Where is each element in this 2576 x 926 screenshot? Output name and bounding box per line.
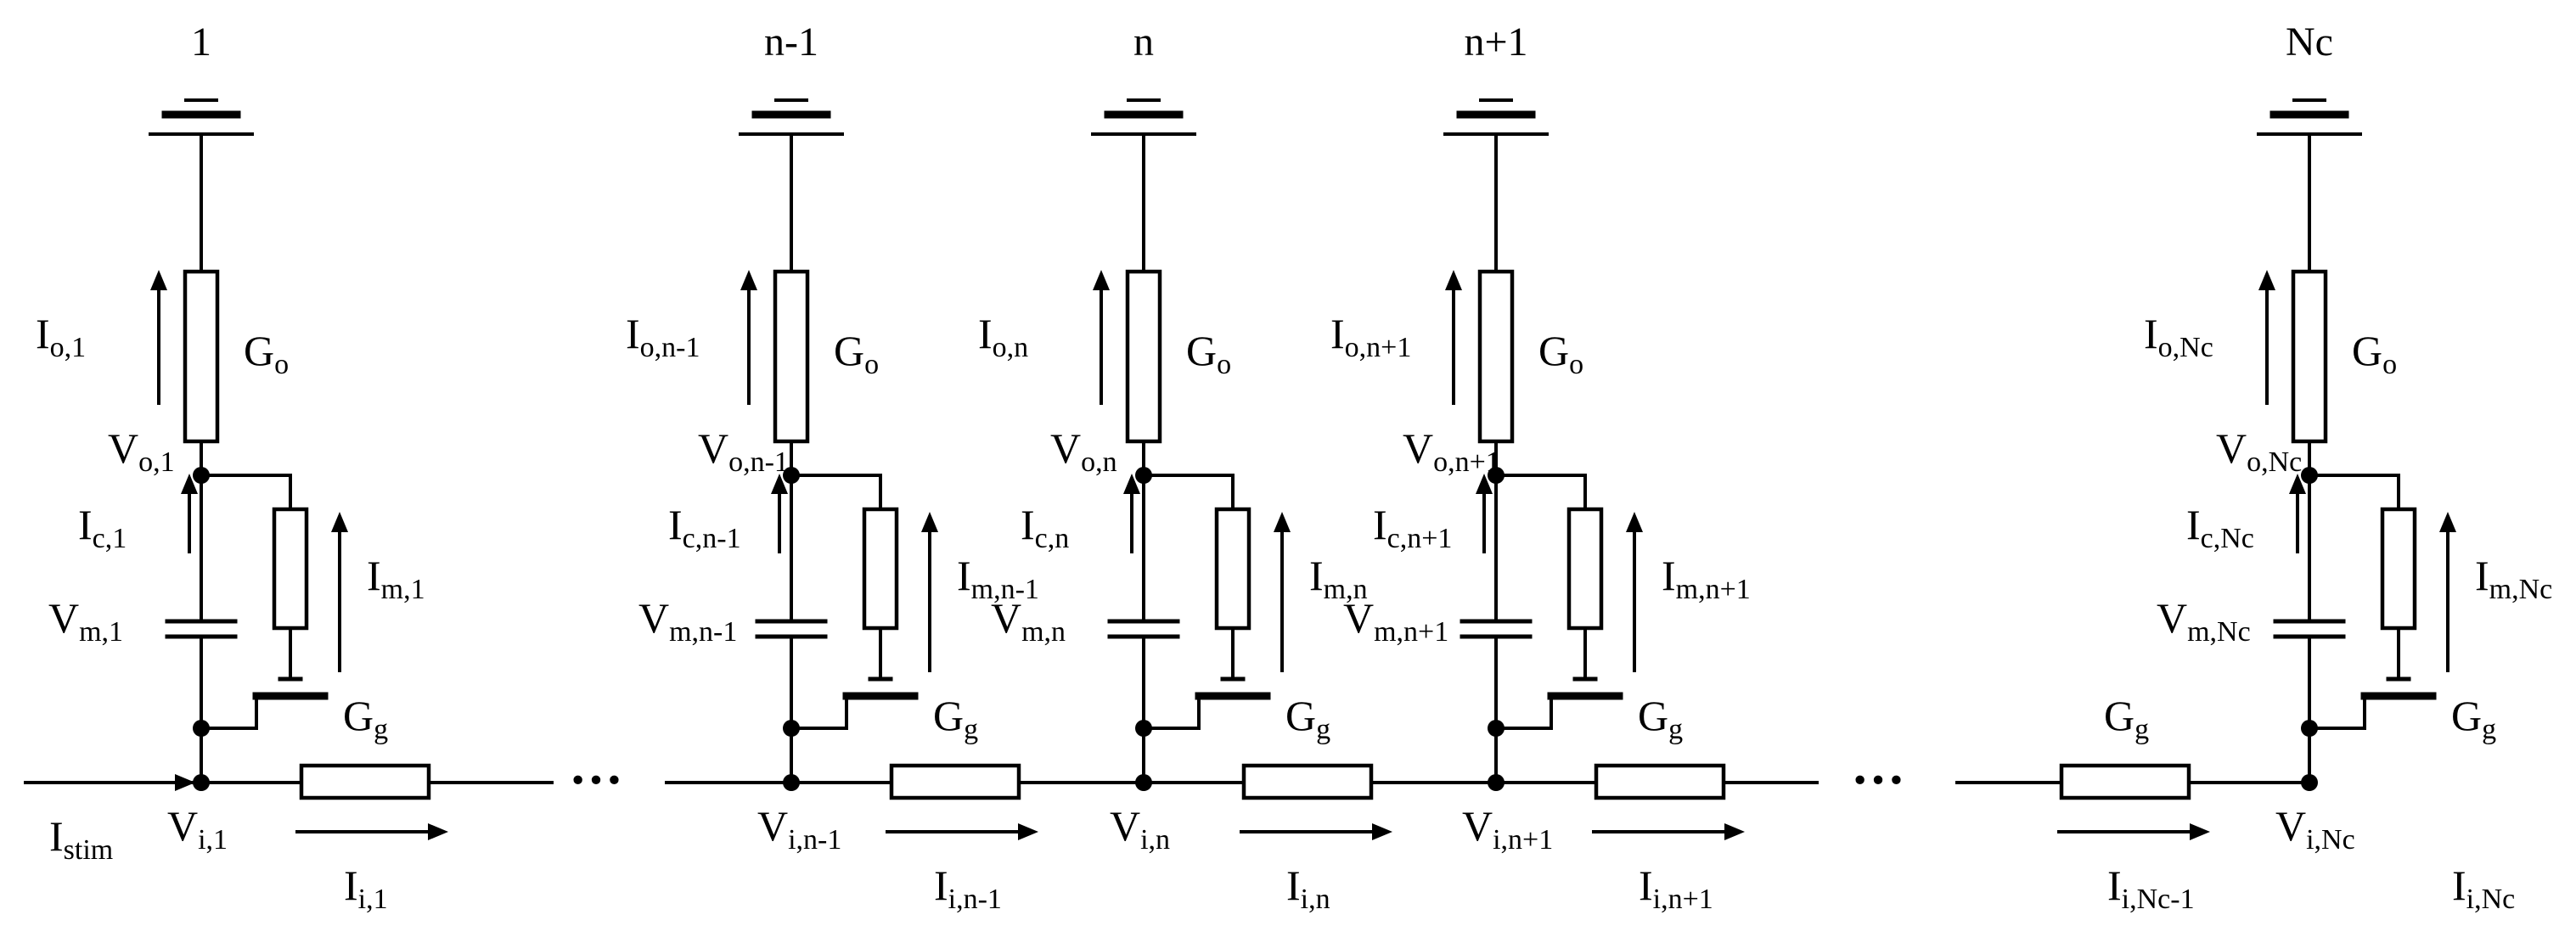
stimulus-current-label: Istim <box>49 812 113 866</box>
membrane-current-label: Im,n <box>1309 552 1368 605</box>
membrane-resistor <box>2380 507 2417 631</box>
membrane-node <box>2301 720 2318 737</box>
inner-voltage-label: Vi,1 <box>167 802 228 856</box>
membrane-resistor <box>862 507 899 631</box>
last-inner-current-label: Ii,Nc-1 <box>2107 861 2195 915</box>
membrane-current-label: Im,Nc <box>2475 552 2552 605</box>
inner-resistors <box>299 763 2191 800</box>
inner-current-label: Ii,Nc <box>2452 861 2515 915</box>
inner-node <box>1488 774 1505 791</box>
outer-resistor <box>2291 269 2328 444</box>
outer-node <box>1488 467 1505 484</box>
stimulus-arrow <box>175 774 195 791</box>
outer-voltage-label: Vo,1 <box>108 424 175 478</box>
outer-conductance-label: Go <box>834 327 879 380</box>
outer-node <box>1135 467 1152 484</box>
inner-current-label: Ii,n <box>1286 861 1330 915</box>
outer-resistor <box>1125 269 1162 444</box>
bus-ellipsis-left: ··· <box>569 749 623 810</box>
inner-resistor-n <box>1241 763 1374 800</box>
outer-resistor <box>183 269 220 444</box>
inner-node <box>2301 774 2318 791</box>
bus-ellipsis-right: ··· <box>1851 749 1905 810</box>
outer-current-label: Io,Nc <box>2144 310 2213 363</box>
membrane-resistor <box>1566 507 1604 631</box>
outer-conductance-label: Go <box>1538 327 1583 380</box>
membrane-voltage-label: Vm,n+1 <box>1343 594 1448 648</box>
inner-node <box>783 774 800 791</box>
membrane-voltage-label: Vm,Nc <box>2157 594 2251 648</box>
outer-conductance-label: Go <box>2352 327 2397 380</box>
outer-current-label: Io,1 <box>36 310 86 363</box>
outer-conductance-label: Go <box>1186 327 1231 380</box>
outer-current-label: Io,n-1 <box>626 310 700 363</box>
inner-voltage-label: Vi,n-1 <box>757 802 841 856</box>
inner-resistor-1 <box>299 763 431 800</box>
membrane-voltage-label: Vm,1 <box>48 594 123 648</box>
last-gap-conductance-label: Gg <box>2104 692 2149 745</box>
gap-conductance-label: Gg <box>343 692 388 745</box>
inner-node <box>193 774 210 791</box>
inner-resistor-n-1 <box>889 763 1021 800</box>
inner-current-arrows <box>295 823 2210 840</box>
cell-index-label: n <box>1133 20 1154 65</box>
outer-voltage-label: Vo,n <box>1050 424 1117 478</box>
inner-voltage-label: Vi,n <box>1110 802 1170 856</box>
gap-conductance-label: Gg <box>2451 692 2496 745</box>
membrane-current-label: Im,1 <box>367 552 425 605</box>
outer-node <box>193 467 210 484</box>
inner-current-label: Ii,n+1 <box>1639 861 1713 915</box>
gap-conductance-label: Gg <box>1285 692 1330 745</box>
cap-current-label: Ic,1 <box>78 501 127 554</box>
outer-conductance-label: Go <box>244 327 289 380</box>
membrane-voltage-label: Vm,n-1 <box>638 594 737 648</box>
membrane-node <box>193 720 210 737</box>
cap-current-label: Ic,n+1 <box>1373 501 1452 554</box>
cap-current-label: Ic,Nc <box>2186 501 2254 554</box>
cap-current-label: Ic,n-1 <box>668 501 741 554</box>
membrane-node <box>1135 720 1152 737</box>
inner-resistor-last <box>2059 763 2191 800</box>
outer-current-label: Io,n <box>978 310 1028 363</box>
outer-voltage-label: Vo,n-1 <box>698 424 789 478</box>
membrane-node <box>1488 720 1505 737</box>
gap-conductance-label: Gg <box>933 692 978 745</box>
outer-node <box>783 467 800 484</box>
gap-conductance-label: Gg <box>1638 692 1683 745</box>
inner-voltage-label: Vi,Nc <box>2275 802 2355 856</box>
outer-resistor <box>1477 269 1515 444</box>
outer-voltage-label: Vo,Nc <box>2216 424 2302 478</box>
inner-current-label: Ii,n-1 <box>934 861 1002 915</box>
membrane-current-label: Im,n+1 <box>1662 552 1751 605</box>
inner-voltage-label: Vi,n+1 <box>1462 802 1553 856</box>
membrane-resistor <box>1214 507 1251 631</box>
inner-current-label: Ii,1 <box>344 861 388 915</box>
cell-index-label: n-1 <box>764 20 818 65</box>
inner-node <box>1135 774 1152 791</box>
cell-index-label: Nc <box>2286 20 2333 65</box>
cell-index-label: 1 <box>191 20 211 65</box>
membrane-node <box>783 720 800 737</box>
outer-resistor <box>773 269 810 444</box>
outer-node <box>2301 467 2318 484</box>
membrane-voltage-label: Vm,n <box>991 594 1066 648</box>
cell-index-label: n+1 <box>1464 20 1527 65</box>
membrane-current-label: Im,n-1 <box>957 552 1039 605</box>
outer-current-label: Io,n+1 <box>1330 310 1411 363</box>
inner-resistor-n+1 <box>1594 763 1726 800</box>
cap-current-label: Ic,n <box>1021 501 1069 554</box>
membrane-resistor <box>272 507 309 631</box>
outer-voltage-label: Vo,n+1 <box>1403 424 1500 478</box>
